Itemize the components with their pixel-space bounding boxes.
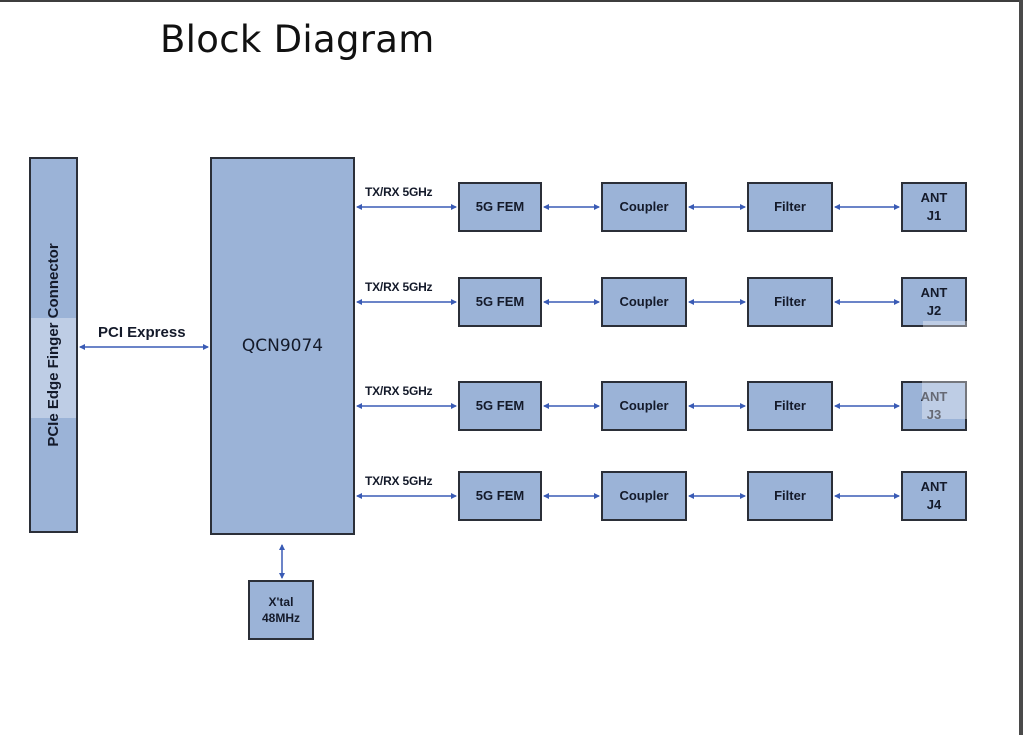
fem-block: 5G FEM — [458, 471, 542, 521]
antenna-label: ANT — [920, 479, 948, 495]
antenna-connector-id: J4 — [926, 497, 942, 512]
antenna-block: ANT J4 — [901, 471, 967, 521]
xtal-frequency: 48MHz — [261, 611, 300, 625]
coupler-block: Coupler — [601, 277, 687, 327]
fem-block: 5G FEM — [458, 277, 542, 327]
coupler-block: Coupler — [601, 381, 687, 431]
antenna-connector-id: J2 — [926, 303, 942, 318]
diagram-title: Block Diagram — [160, 18, 435, 61]
filter-label: Filter — [774, 294, 806, 310]
antenna-block: ANT J1 — [901, 182, 967, 232]
antenna-block: ANT J2 — [901, 277, 969, 327]
fem-block: 5G FEM — [458, 381, 542, 431]
antenna-label: ANT — [920, 389, 948, 405]
antenna-label: ANT — [920, 190, 948, 206]
coupler-block: Coupler — [601, 471, 687, 521]
highlight-overlay — [923, 321, 969, 327]
antenna-label: ANT — [920, 285, 948, 301]
tx-rx-link-label: TX/RX 5GHz — [365, 474, 433, 488]
coupler-label: Coupler — [619, 199, 669, 215]
xtal-label: X'tal — [268, 594, 294, 609]
window-right-border — [1019, 0, 1023, 735]
soc-label: QCN9074 — [241, 335, 324, 356]
coupler-label: Coupler — [619, 488, 669, 504]
pcie-connector-label: PCIe Edge Finger Connector — [44, 243, 62, 447]
antenna-block: ANT J3 — [901, 381, 967, 431]
window-top-border — [0, 0, 1023, 2]
fem-label: 5G FEM — [475, 199, 525, 215]
antenna-connector-id: J1 — [926, 208, 942, 223]
tx-rx-link-label: TX/RX 5GHz — [365, 185, 433, 199]
filter-label: Filter — [774, 488, 806, 504]
coupler-label: Coupler — [619, 294, 669, 310]
fem-label: 5G FEM — [475, 398, 525, 414]
tx-rx-link-label: TX/RX 5GHz — [365, 280, 433, 294]
tx-rx-link-label: TX/RX 5GHz — [365, 384, 433, 398]
pcie-edge-finger-connector-block: PCIe Edge Finger Connector — [29, 157, 78, 533]
fem-block: 5G FEM — [458, 182, 542, 232]
qcn9074-soc-block: QCN9074 — [210, 157, 355, 535]
filter-block: Filter — [747, 277, 833, 327]
filter-label: Filter — [774, 398, 806, 414]
pci-express-label: PCI Express — [98, 324, 186, 341]
fem-label: 5G FEM — [475, 294, 525, 310]
fem-label: 5G FEM — [475, 488, 525, 504]
coupler-block: Coupler — [601, 182, 687, 232]
antenna-connector-id: J3 — [926, 407, 942, 422]
filter-block: Filter — [747, 182, 833, 232]
filter-block: Filter — [747, 471, 833, 521]
coupler-label: Coupler — [619, 398, 669, 414]
filter-label: Filter — [774, 199, 806, 215]
crystal-oscillator-block: X'tal 48MHz — [248, 580, 314, 640]
filter-block: Filter — [747, 381, 833, 431]
